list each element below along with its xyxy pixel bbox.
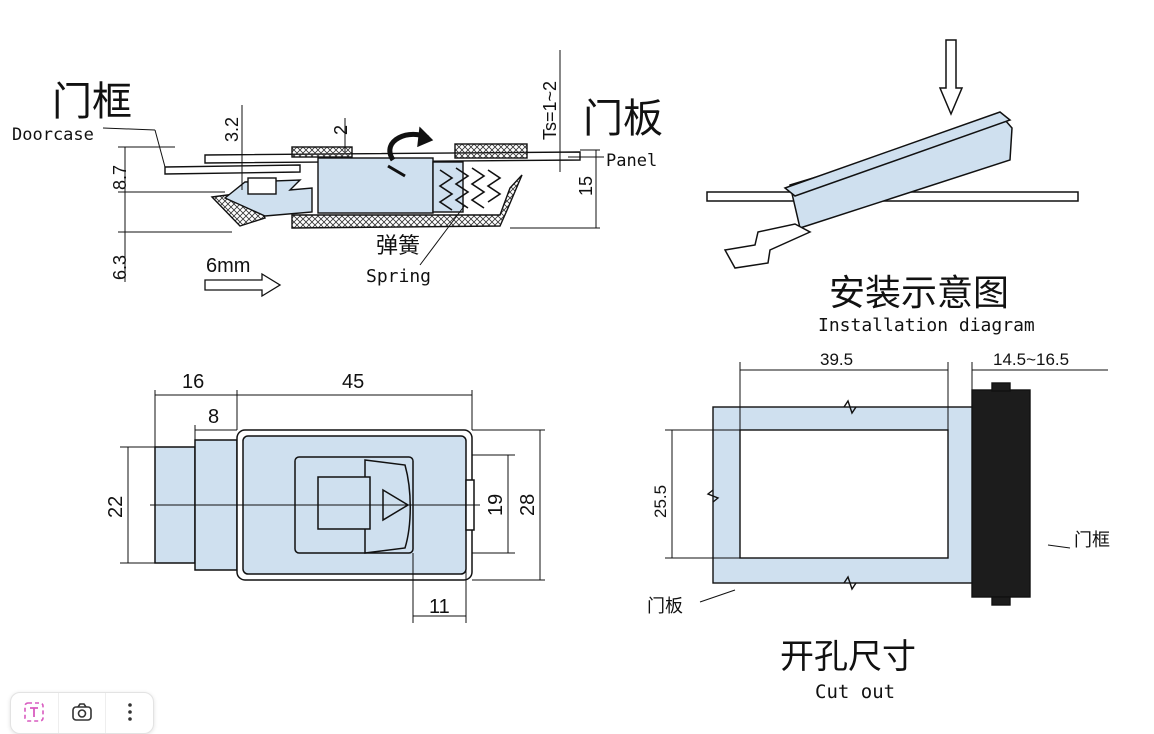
spring-label-cn: 弹簧 xyxy=(376,234,420,259)
cutout-doorframe-label: 门框 xyxy=(1074,530,1110,551)
dim-8-7: 8.7 xyxy=(110,165,130,190)
dim-2: 2 xyxy=(331,125,351,135)
section-view xyxy=(164,126,581,229)
doorframe-label-en: Doorcase xyxy=(12,125,94,145)
dim-19: 19 xyxy=(485,494,507,516)
camera-icon xyxy=(72,703,92,721)
dim-6-3: 6.3 xyxy=(110,255,130,280)
dim-16: 16 xyxy=(182,371,204,393)
more-button[interactable] xyxy=(106,693,153,733)
dim-ts: Ts=1~2 xyxy=(540,81,560,140)
doorframe-label-cn: 门框 xyxy=(52,79,132,125)
cutout-labels: 39.5 14.5~16.5 25.5 门框 门板 开孔尺寸 Cut out xyxy=(647,350,1110,703)
spring-label-en: Spring xyxy=(366,266,431,287)
cutout-title-en: Cut out xyxy=(815,681,895,703)
dim-6mm: 6mm xyxy=(206,255,250,277)
more-icon xyxy=(127,703,132,721)
cutout-dims xyxy=(665,362,1108,603)
section-labels: 门框 Doorcase 门板 Panel 弹簧 Spring 3.2 2 Ts=… xyxy=(12,79,663,287)
dim-15: 15 xyxy=(576,176,596,196)
image-toolbar xyxy=(10,692,154,734)
text-select-button[interactable] xyxy=(11,693,59,733)
dim-14-5: 14.5~16.5 xyxy=(993,350,1069,369)
camera-button[interactable] xyxy=(59,693,107,733)
front-dims xyxy=(120,390,545,623)
dim-11: 11 xyxy=(429,596,450,618)
install-title-en: Installation diagram xyxy=(818,315,1035,336)
text-select-icon xyxy=(24,702,45,722)
install-view xyxy=(706,39,1079,269)
cutout-title-cn: 开孔尺寸 xyxy=(780,637,916,677)
dim-8: 8 xyxy=(208,406,219,428)
dim-3-2: 3.2 xyxy=(222,117,242,142)
dim-39-5: 39.5 xyxy=(820,350,853,369)
dim-25-5: 25.5 xyxy=(651,485,670,518)
six-mm-arrow xyxy=(204,272,282,298)
cutout-panel-label: 门板 xyxy=(647,596,683,617)
dim-22: 22 xyxy=(105,496,127,518)
panel-label-en: Panel xyxy=(606,151,657,171)
dim-28: 28 xyxy=(517,494,539,516)
drawing-canvas: 门框 Doorcase 门板 Panel 弹簧 Spring 3.2 2 Ts=… xyxy=(12,39,1110,703)
install-title-cn: 安装示意图 xyxy=(829,273,1009,314)
dim-45: 45 xyxy=(342,371,364,393)
front-labels: 16 45 8 22 19 28 11 xyxy=(105,371,539,618)
section-dims xyxy=(102,50,604,282)
cutout-view xyxy=(706,382,1031,606)
panel-label-cn: 门板 xyxy=(583,96,663,142)
install-labels: 安装示意图 Installation diagram xyxy=(818,273,1035,336)
